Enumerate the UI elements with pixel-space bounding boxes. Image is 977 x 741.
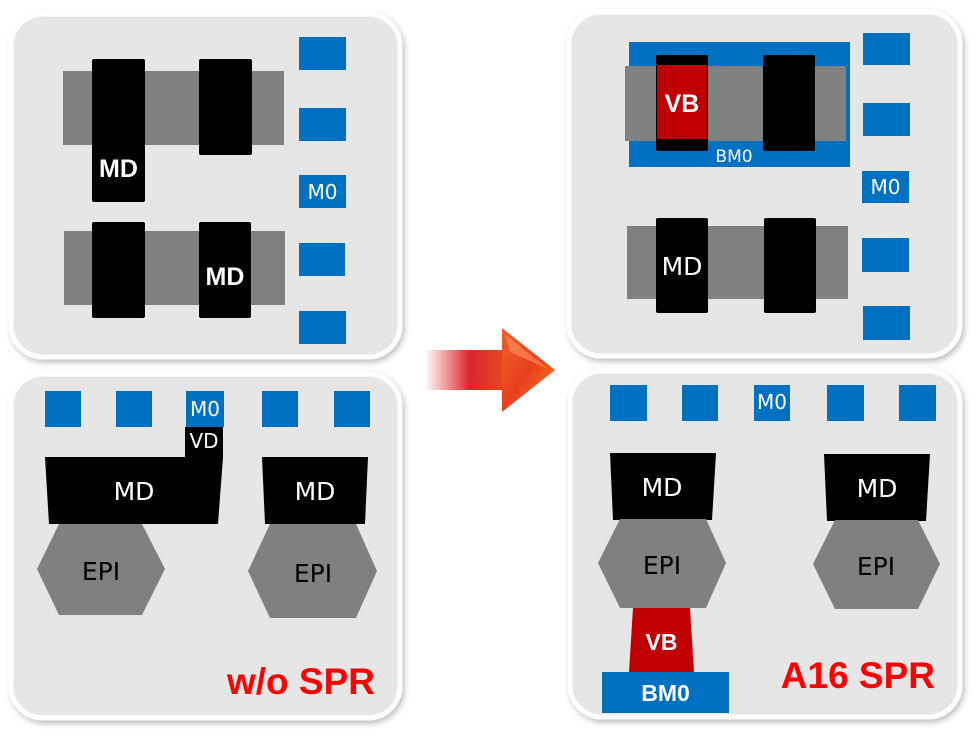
vd-label: VD <box>189 429 218 453</box>
md-contact <box>92 222 145 318</box>
m0-label: M0 <box>757 390 787 414</box>
epi-label: EPI <box>82 557 120 586</box>
m0-label: M0 <box>190 397 220 421</box>
md-contact <box>824 454 930 521</box>
m0-track <box>899 385 936 421</box>
arrow-head-highlight <box>505 334 548 369</box>
md-contact <box>656 218 708 313</box>
vb-label: VB <box>646 629 678 655</box>
md-label: MD <box>295 477 336 506</box>
m0-track <box>863 33 910 65</box>
epi-label: EPI <box>857 552 895 581</box>
bm0-label: BM0 <box>715 147 752 167</box>
arrow-right-icon <box>424 328 555 412</box>
m0-track <box>262 391 298 427</box>
md-contact <box>610 453 716 520</box>
md-label: MD <box>114 477 155 506</box>
m0-label: M0 <box>871 175 901 199</box>
md-label: MD <box>662 252 703 281</box>
epi-hexagon <box>248 524 377 618</box>
m0-track <box>754 385 790 421</box>
md-contact <box>763 55 815 151</box>
panel-bottom-left: M0 VD MD MD EPI EPI w/o SPR <box>8 371 403 721</box>
md-label: MD <box>206 263 245 291</box>
md-contact <box>92 59 145 202</box>
m0-track <box>45 391 81 427</box>
vb-backside-via <box>629 608 694 672</box>
epi-hexagon <box>598 519 726 608</box>
m0-track <box>610 385 647 421</box>
vb-label: VB <box>665 90 700 118</box>
md-vd-contact <box>45 427 223 524</box>
m0-track <box>863 103 910 136</box>
panel-top-left: MD MD M0 <box>8 11 403 360</box>
md-contact <box>262 457 368 524</box>
m0-track <box>186 391 224 427</box>
m0-track <box>334 391 370 427</box>
m0-track <box>299 311 346 344</box>
m0-track <box>299 243 345 276</box>
bm0-backside-metal <box>602 672 729 713</box>
panel-top-right: VB BM0 MD M0 <box>566 9 963 359</box>
m0-track <box>827 385 864 421</box>
md-label: MD <box>642 473 683 502</box>
arrow-shaft <box>424 350 506 390</box>
bm0-label: BM0 <box>641 680 690 706</box>
panel-bottom-right: M0 MD MD EPI EPI VB BM0 A16 SPR <box>567 368 963 720</box>
epi-hexagon <box>813 520 940 609</box>
panel-title: w/o SPR <box>226 661 375 702</box>
epi-hexagon <box>37 524 165 615</box>
md-contact <box>764 218 816 313</box>
m0-track <box>299 37 346 70</box>
m0-label: M0 <box>308 180 338 204</box>
m0-track <box>299 175 346 208</box>
epi-label: EPI <box>643 551 681 580</box>
m0-track <box>863 306 910 340</box>
epi-label: EPI <box>294 559 332 588</box>
m0-track <box>682 385 718 421</box>
md-label: MD <box>99 155 138 183</box>
md-label: MD <box>857 474 898 503</box>
m0-track <box>299 108 346 141</box>
m0-track <box>116 391 152 427</box>
md-contact <box>199 59 252 155</box>
m0-track <box>862 171 909 203</box>
vb-backside-via <box>657 65 707 139</box>
panel-title: A16 SPR <box>781 655 935 696</box>
md-contact <box>199 222 251 318</box>
m0-track <box>862 238 909 272</box>
